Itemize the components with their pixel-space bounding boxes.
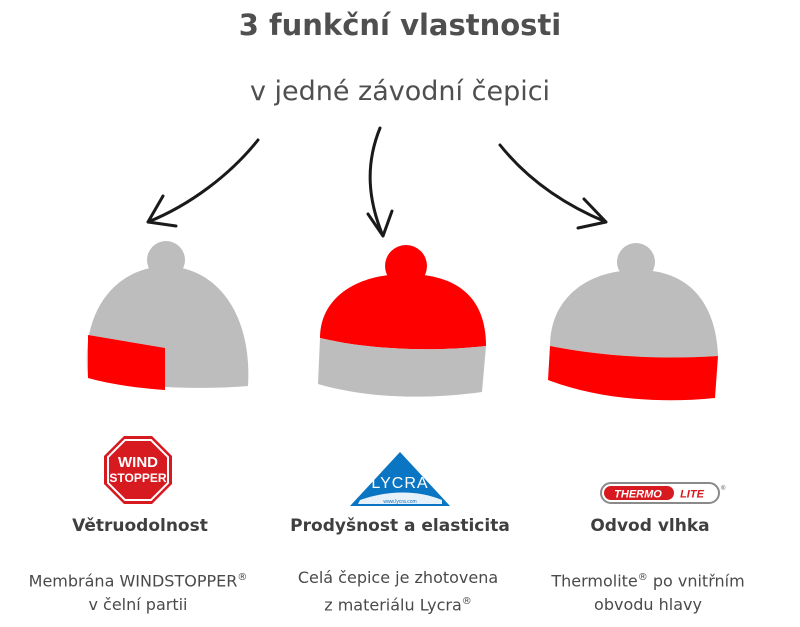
feature-desc-windstopper: Membrána WINDSTOPPER® v čelní partii: [0, 566, 288, 617]
feature-desc-thermolite-line2: obvodu hlavy: [594, 595, 702, 615]
page-title: 3 funkční vlastnosti: [238, 8, 562, 42]
hat-lycra: [318, 245, 486, 397]
center-arrow-icon: [366, 126, 394, 238]
thermolite-logo-reg: ®: [721, 485, 726, 492]
lycra-logo: LYCRA www.lycra.com: [350, 452, 450, 506]
lycra-logo-url: www.lycra.com: [383, 499, 416, 505]
feature-desc-windstopper-line1: Membrána WINDSTOPPER: [28, 571, 238, 591]
left-arrow-icon: [146, 138, 260, 228]
right-arrow-icon: [498, 143, 608, 230]
thermolite-logo: THERMO LITE ®: [600, 482, 726, 504]
feature-desc-lycra: Celá čepice je zhotovena z materiálu Lyc…: [248, 566, 548, 617]
windstopper-logo: WIND STOPPER: [104, 436, 172, 504]
reg-mark: ®: [637, 572, 648, 583]
feature-title-thermolite: Odvod vlhka: [590, 516, 710, 536]
windstopper-logo-line1: WIND: [118, 454, 158, 471]
windstopper-logo-line2: STOPPER: [109, 471, 166, 485]
thermolite-logo-part2: LITE: [680, 489, 704, 501]
feature-desc-thermolite-line1: Thermolite: [551, 571, 638, 591]
hat-thermolite: [548, 243, 718, 401]
feature-desc-windstopper-line2: v čelní partii: [88, 595, 188, 615]
hat-windstopper: [86, 241, 249, 390]
thermolite-logo-part1: THERMO: [614, 489, 662, 501]
feature-desc-lycra-line2: z materiálu Lycra: [324, 595, 462, 615]
page-subtitle: v jedné závodní čepici: [249, 76, 551, 107]
feature-title-lycra: Prodyšnost a elasticita: [290, 516, 510, 536]
feature-title-windstopper: Větruodolnost: [72, 516, 208, 536]
feature-desc-thermolite: Thermolite® po vnitřním obvodu hlavy: [498, 566, 798, 617]
feature-desc-thermolite-line1b: po vnitřním: [647, 571, 745, 591]
reg-mark: ®: [461, 596, 472, 607]
lycra-logo-text: LYCRA: [371, 475, 428, 492]
reg-mark: ®: [237, 572, 248, 583]
feature-desc-lycra-line1: Celá čepice je zhotovena: [297, 568, 499, 587]
